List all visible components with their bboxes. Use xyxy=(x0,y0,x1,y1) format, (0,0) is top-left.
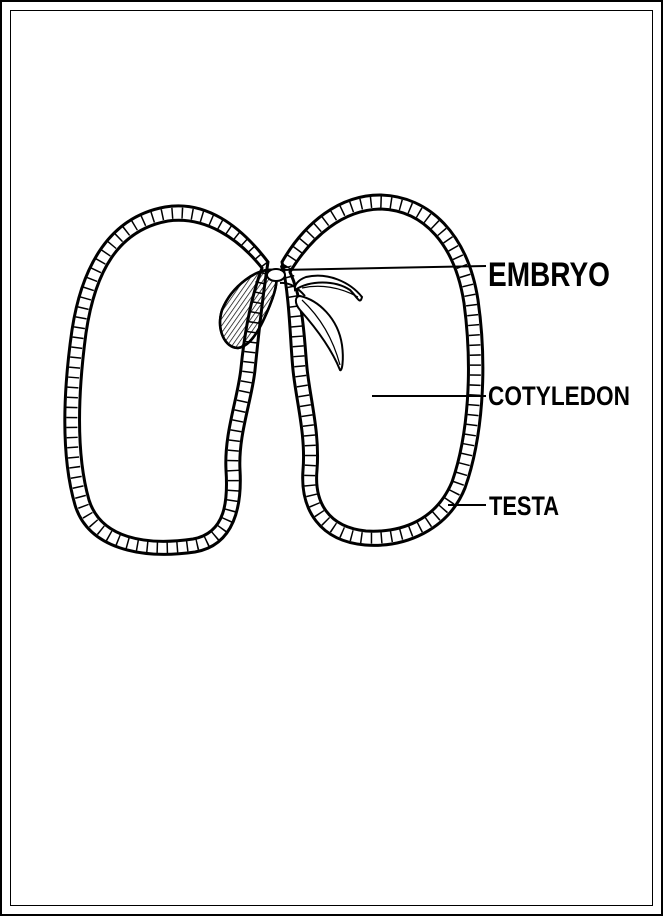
right-testa-inner xyxy=(290,209,468,531)
left-testa-outer xyxy=(65,206,268,554)
left-cotyledon xyxy=(65,206,268,554)
embryo-label: EMBRYO xyxy=(488,256,610,294)
left-testa-inner xyxy=(80,220,262,541)
testa-label: TESTA xyxy=(489,491,559,521)
cotyledon-label: COTYLEDON xyxy=(488,381,630,411)
left-testa-cells xyxy=(72,213,265,547)
right-cotyledon xyxy=(282,195,483,545)
right-testa-outer xyxy=(282,195,483,545)
